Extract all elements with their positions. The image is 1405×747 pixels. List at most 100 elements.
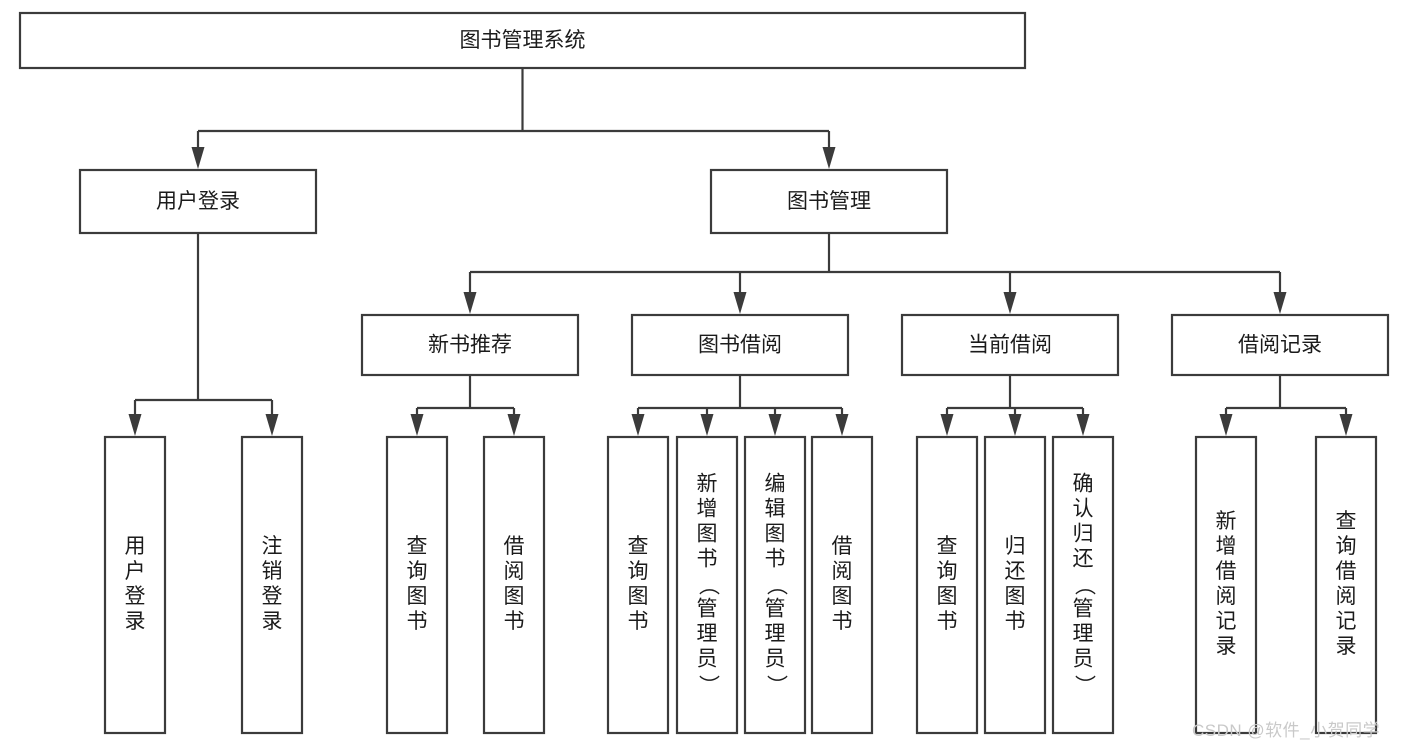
node-label-char: （ [696, 575, 719, 596]
node-label-char: 书 [407, 610, 428, 633]
node-box[interactable] [1314, 435, 1378, 735]
node-label-char: 理 [697, 623, 718, 646]
node-leaf-user-login[interactable]: 用户登录 [103, 435, 167, 735]
node-label-char: 编 [765, 473, 786, 496]
node-box[interactable] [1194, 435, 1258, 735]
node-new-book-rec[interactable]: 新书推荐 [360, 313, 580, 377]
node-box[interactable] [709, 168, 949, 235]
arrow-head-icon [1003, 292, 1017, 314]
node-box[interactable] [240, 435, 304, 735]
node-label-char: 认 [1073, 498, 1094, 521]
node-label-char: 录 [1216, 635, 1237, 658]
node-box[interactable] [810, 435, 874, 735]
node-label-char: 书 [1005, 610, 1026, 633]
node-label-char: 增 [697, 498, 718, 521]
node-box[interactable] [103, 435, 167, 735]
node-book-manage[interactable]: 图书管理 [709, 168, 949, 235]
arrow-head-icon [1219, 414, 1233, 436]
arrow-head-icon [128, 414, 142, 436]
arrow-head-icon [768, 414, 782, 436]
node-label-char: 图 [937, 585, 958, 608]
arrow-head-icon [631, 414, 645, 436]
node-label: 借阅记录 [1238, 334, 1322, 357]
node-label-char: 注 [262, 535, 283, 558]
node-box[interactable] [743, 435, 807, 735]
node-label-char: ） [696, 675, 719, 696]
node-label-char: 借 [504, 535, 525, 558]
node-label: 图书管理系统 [460, 29, 586, 52]
node-label-char: 图 [832, 585, 853, 608]
node-label-char: 询 [1336, 535, 1357, 558]
node-current-borrow[interactable]: 当前借阅 [900, 313, 1120, 377]
node-label-char: 记 [1336, 610, 1357, 633]
node-box[interactable] [606, 435, 670, 735]
node-box[interactable] [1051, 435, 1115, 735]
node-label-char: 询 [628, 560, 649, 583]
node-label-char: 理 [1073, 623, 1094, 646]
node-label-char: 查 [1336, 510, 1357, 533]
node-label-char: 还 [1073, 548, 1094, 571]
node-label-char: 增 [1216, 535, 1237, 558]
node-label-char: 阅 [832, 560, 853, 583]
node-box[interactable] [675, 435, 739, 735]
arrow-head-icon [265, 414, 279, 436]
node-label-char: 员 [765, 648, 786, 671]
node-label-char: 用 [125, 535, 146, 558]
node-label-char: 销 [262, 560, 283, 583]
node-box[interactable] [900, 313, 1120, 377]
node-label-char: 登 [262, 585, 283, 608]
node-label-char: 录 [125, 610, 146, 633]
node-root[interactable]: 图书管理系统 [18, 11, 1027, 70]
node-label-char: 录 [262, 610, 283, 633]
node-box[interactable] [915, 435, 979, 735]
arrow-head-icon [463, 292, 477, 314]
node-borrow-record[interactable]: 借阅记录 [1170, 313, 1390, 377]
arrow-head-icon [822, 147, 836, 169]
node-label: 图书借阅 [698, 334, 782, 357]
node-label-char: 员 [1073, 648, 1094, 671]
node-box[interactable] [983, 435, 1047, 735]
node-label-char: 借 [1336, 560, 1357, 583]
node-user-login[interactable]: 用户登录 [78, 168, 318, 235]
node-label-char: （ [1072, 575, 1095, 596]
node-label-char: 查 [628, 535, 649, 558]
node-label-char: 图 [504, 585, 525, 608]
arrow-head-icon [1273, 292, 1287, 314]
node-label-char: 询 [937, 560, 958, 583]
arrow-head-icon [700, 414, 714, 436]
node-box[interactable] [18, 11, 1027, 70]
node-box[interactable] [385, 435, 449, 735]
node-label-char: 管 [1073, 598, 1094, 621]
arrow-head-icon [940, 414, 954, 436]
arrow-head-icon [835, 414, 849, 436]
node-label-char: 书 [765, 548, 786, 571]
node-box[interactable] [1170, 313, 1390, 377]
node-label-char: 图 [407, 585, 428, 608]
node-label-char: 阅 [1336, 585, 1357, 608]
node-label-char: 书 [504, 610, 525, 633]
node-label-char: 登 [125, 585, 146, 608]
node-box[interactable] [630, 313, 850, 377]
node-label-char: 图 [628, 585, 649, 608]
node-label: 当前借阅 [968, 334, 1052, 357]
node-label-char: 查 [407, 535, 428, 558]
node-box[interactable] [78, 168, 318, 235]
node-box[interactable] [360, 313, 580, 377]
node-book-borrow[interactable]: 图书借阅 [630, 313, 850, 377]
node-label-char: 阅 [1216, 585, 1237, 608]
node-box[interactable] [482, 435, 546, 735]
